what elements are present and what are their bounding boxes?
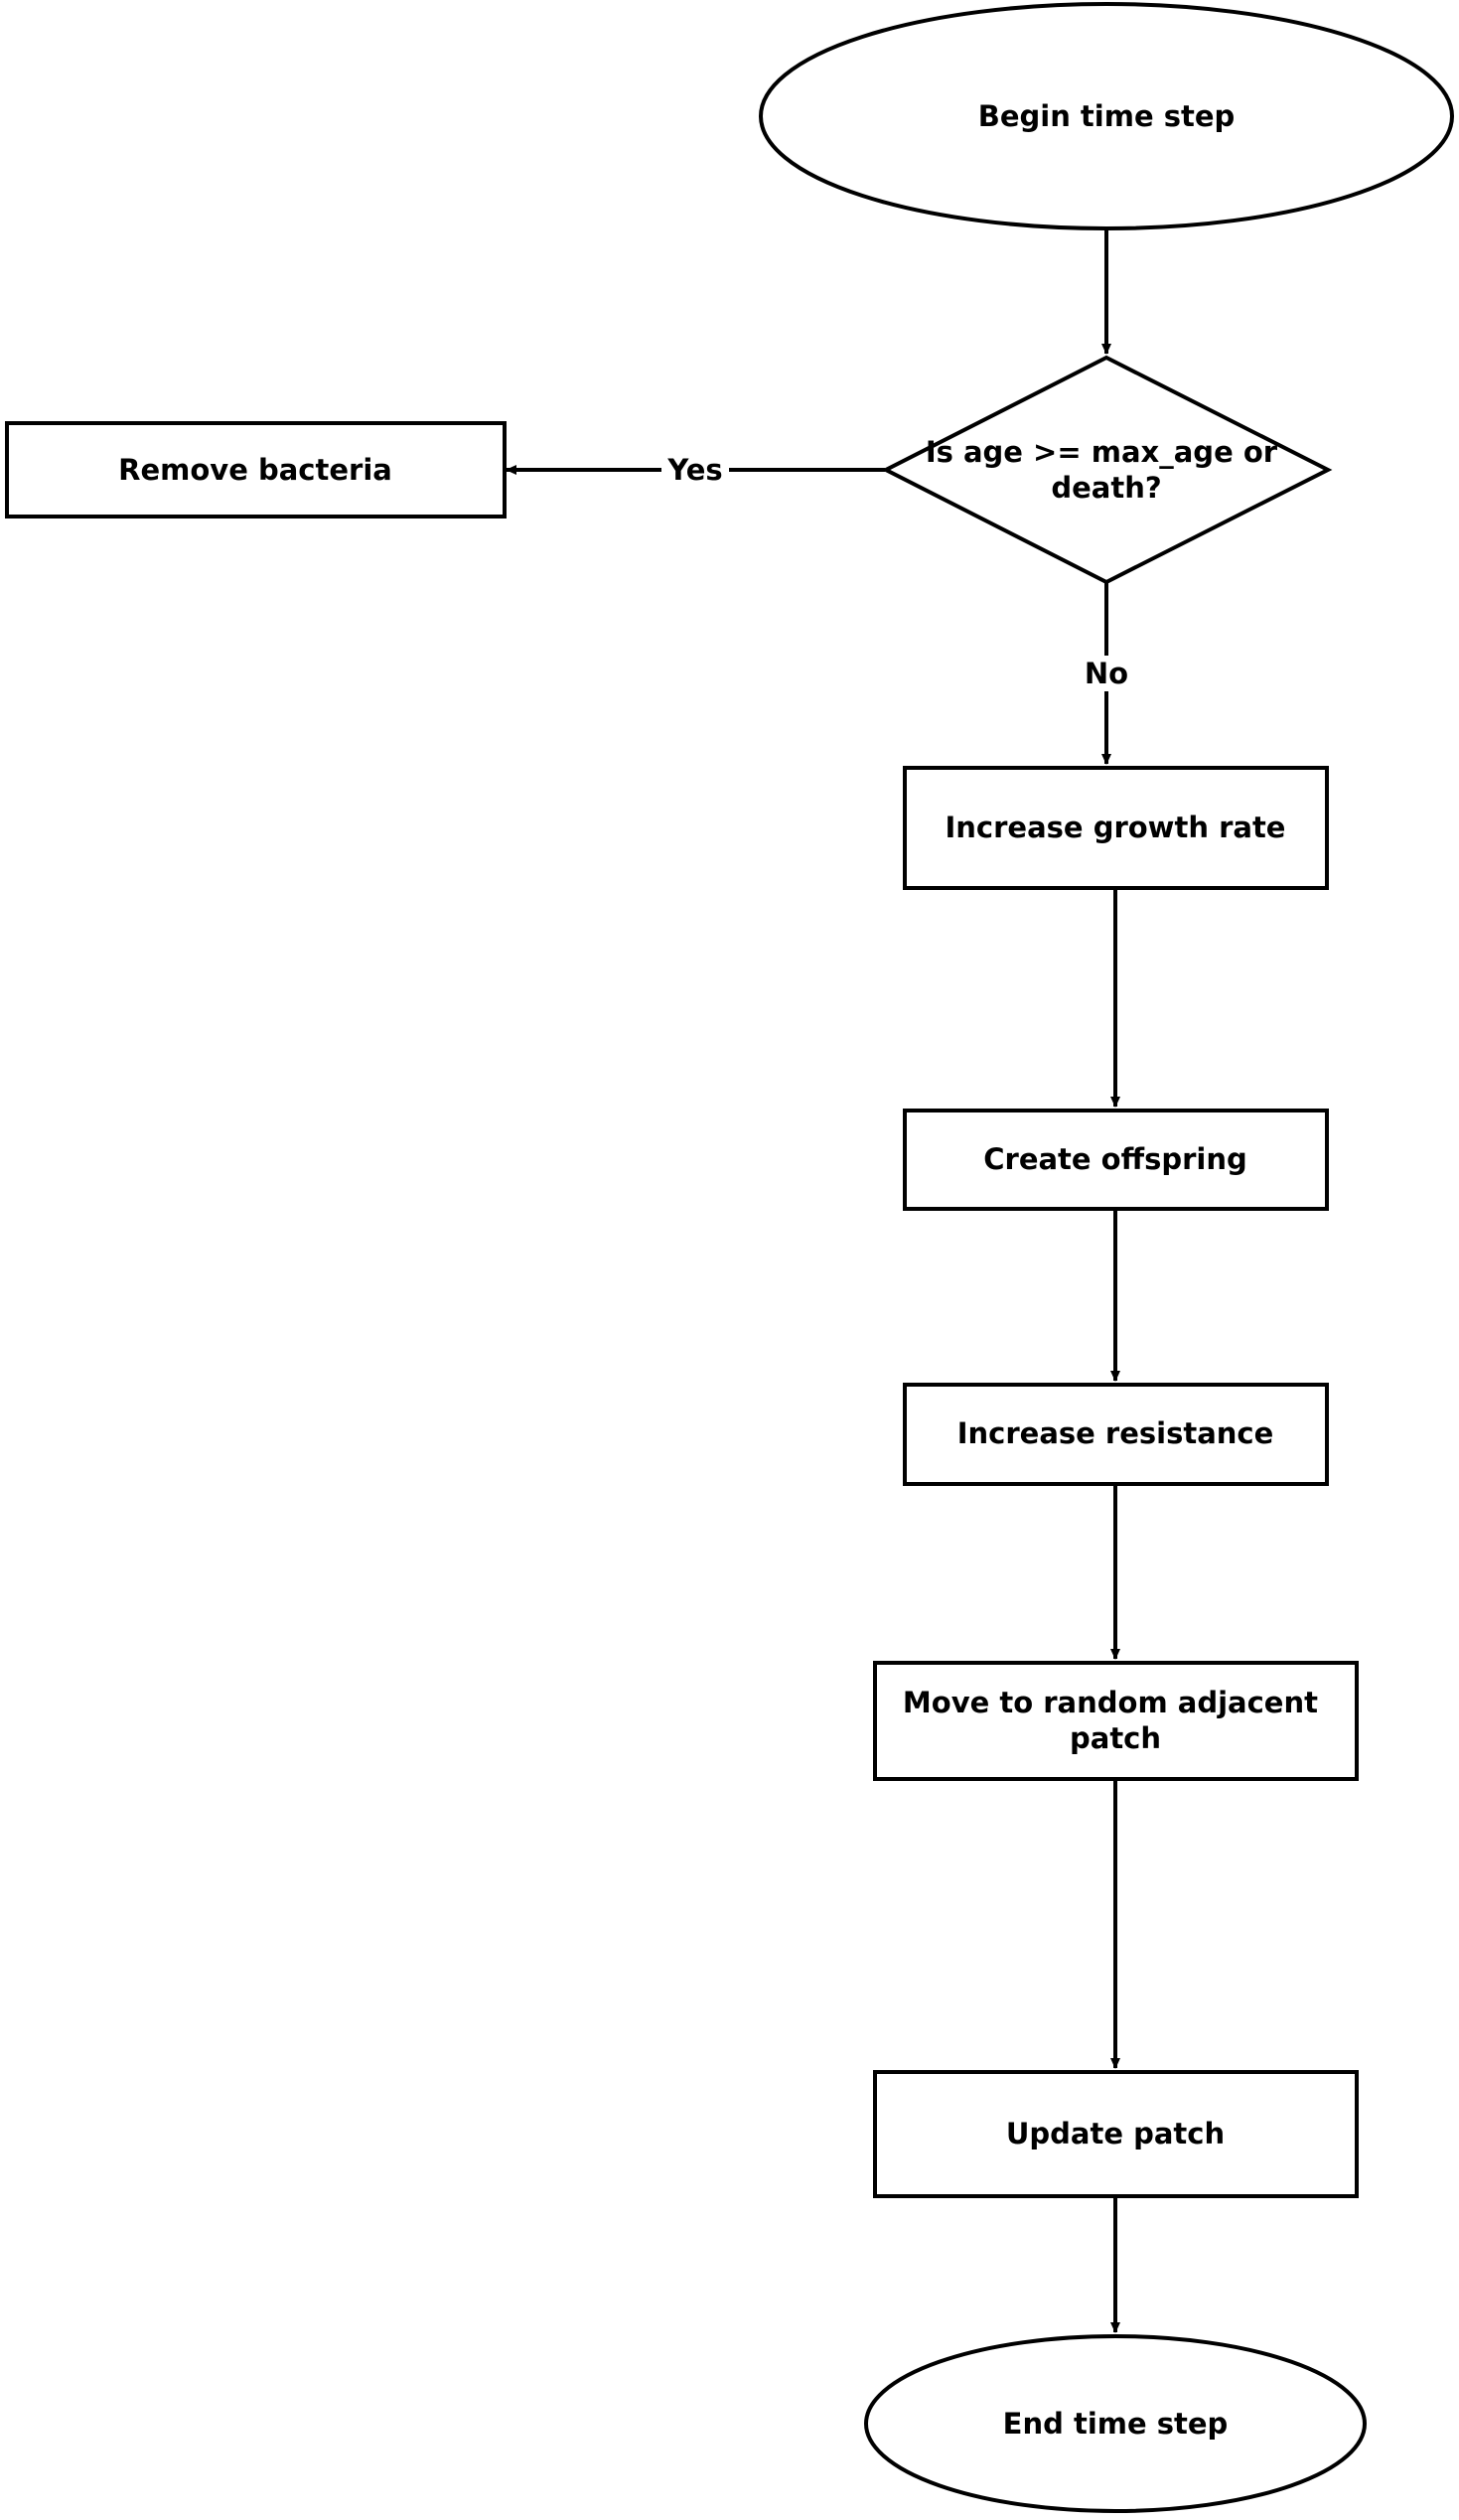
process-box [903, 766, 1329, 890]
process-box [873, 1661, 1359, 1781]
process-box [5, 421, 507, 519]
node-move-label: Move to random adjacent patch [903, 1686, 1328, 1755]
node-offspring-label: Create offspring [983, 1142, 1247, 1176]
node-resistance: Increase resistance [903, 1383, 1329, 1486]
terminator-ellipse [864, 2334, 1367, 2513]
node-end-label: End time step [1003, 2407, 1229, 2441]
decision-diamond [881, 355, 1333, 585]
edges: Yes No [506, 230, 1134, 2333]
nodes: Begin time step Is age >= max_age or dea… [5, 2, 1454, 2513]
edge-label-yes: Yes [666, 453, 722, 487]
node-update: Update patch [873, 2070, 1359, 2198]
node-begin: Begin time step [759, 2, 1454, 230]
edge-label-no: No [1085, 657, 1128, 690]
node-resistance-label: Increase resistance [957, 1416, 1274, 1450]
process-box [903, 1383, 1329, 1486]
terminator-ellipse [759, 2, 1454, 230]
node-update-label: Update patch [1006, 2117, 1225, 2150]
node-decision: Is age >= max_age or death? [881, 355, 1333, 585]
node-growth: Increase growth rate [903, 766, 1329, 890]
node-decision-label: Is age >= max_age or death? [926, 435, 1287, 505]
process-box [903, 1109, 1329, 1211]
node-remove: Remove bacteria [5, 421, 507, 519]
node-remove-label: Remove bacteria [118, 453, 392, 487]
node-growth-label: Increase growth rate [946, 811, 1286, 844]
node-offspring: Create offspring [903, 1109, 1329, 1211]
node-end: End time step [864, 2334, 1367, 2513]
process-box [873, 2070, 1359, 2198]
node-begin-label: Begin time step [978, 99, 1236, 133]
node-move: Move to random adjacent patch [873, 1661, 1359, 1781]
